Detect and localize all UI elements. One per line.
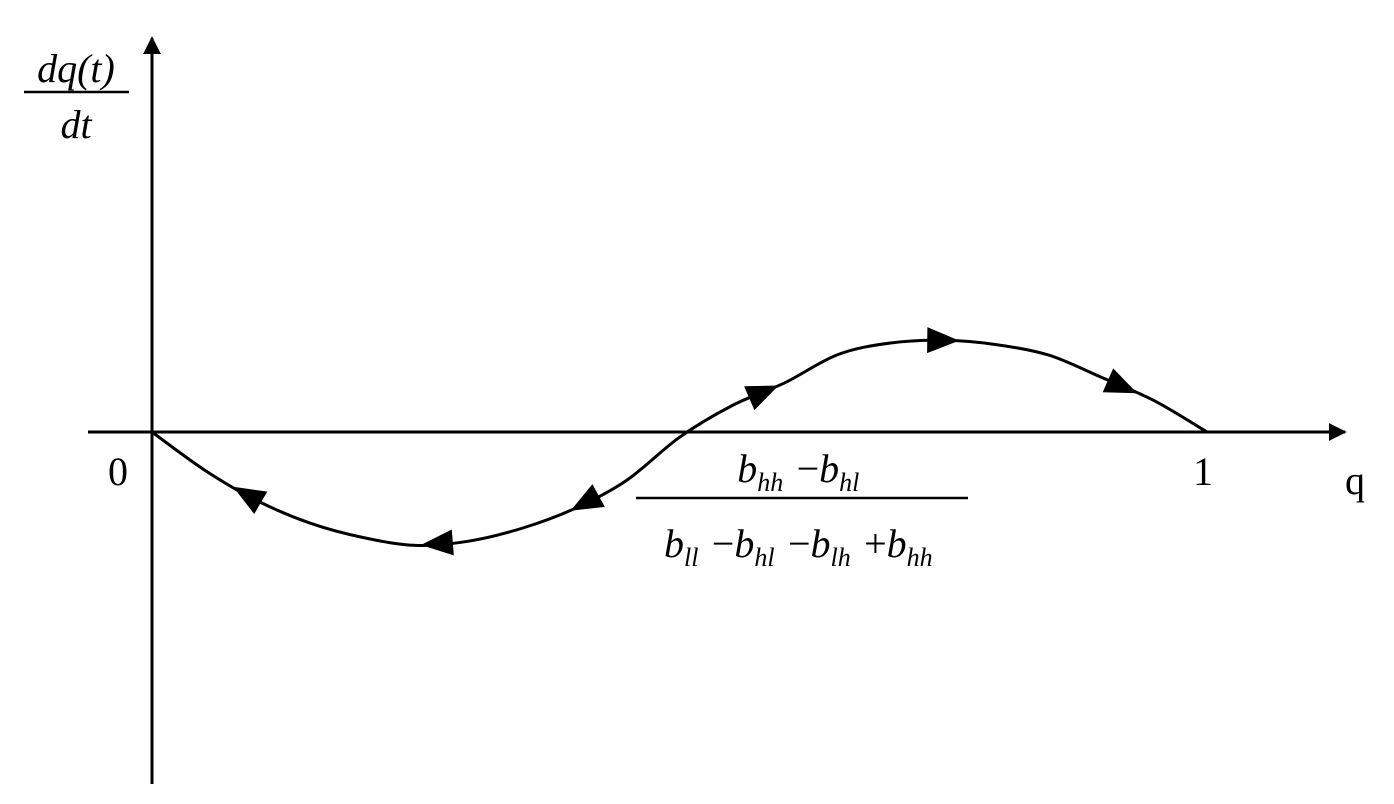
annotation-den-operator: − <box>702 521 735 566</box>
direction-arrows <box>233 327 1138 556</box>
x-tick-label-1: 1 <box>1193 449 1213 494</box>
direction-arrow-2 <box>420 529 454 556</box>
annotation-numerator: bhh −bhl <box>737 446 862 497</box>
annotation-den-baseline-reset <box>933 521 936 566</box>
annotation-den-variable: b <box>664 521 684 566</box>
direction-arrow-5 <box>927 327 960 354</box>
annotation-den-operator: − <box>778 521 811 566</box>
annotation-num-baseline-reset <box>859 446 862 491</box>
direction-arrow-3 <box>570 484 605 511</box>
x-tick-label-0: 0 <box>108 449 128 494</box>
annotation-num-subscript: hl <box>839 468 859 497</box>
annotation-den-subscript: hh <box>907 543 933 572</box>
annotation-num-operator: − <box>787 446 820 491</box>
annotation-num-variable: b <box>819 446 839 491</box>
y-label-denominator: dt <box>60 102 92 147</box>
annotation-den-subscript: ll <box>684 543 698 572</box>
direction-arrow-1 <box>233 486 268 514</box>
direction-arrow-4 <box>744 385 779 411</box>
annotation-den-variable: b <box>734 521 754 566</box>
y-axis-label: dq(t) dt <box>24 46 129 147</box>
y-label-numerator: dq(t) <box>37 46 115 91</box>
annotation-den-operator: + <box>854 521 887 566</box>
series-curve <box>151 338 1208 548</box>
annotation-num-variable: b <box>737 446 757 491</box>
direction-arrow-6 <box>1102 368 1138 394</box>
annotation-den-variable: b <box>887 521 907 566</box>
annotation-den-subscript: hl <box>754 543 774 572</box>
annotation-den-variable: b <box>811 521 831 566</box>
equilibrium-annotation: bhh −bhl bll −bhl −blh +bhh <box>636 446 968 572</box>
annotation-denominator: bll −bhl −blh +bhh <box>664 521 936 572</box>
series-curve-group <box>151 338 1208 548</box>
x-axis-label: q <box>1345 458 1365 503</box>
annotation-num-subscript: hh <box>757 468 783 497</box>
annotation-den-subscript: lh <box>831 543 851 572</box>
